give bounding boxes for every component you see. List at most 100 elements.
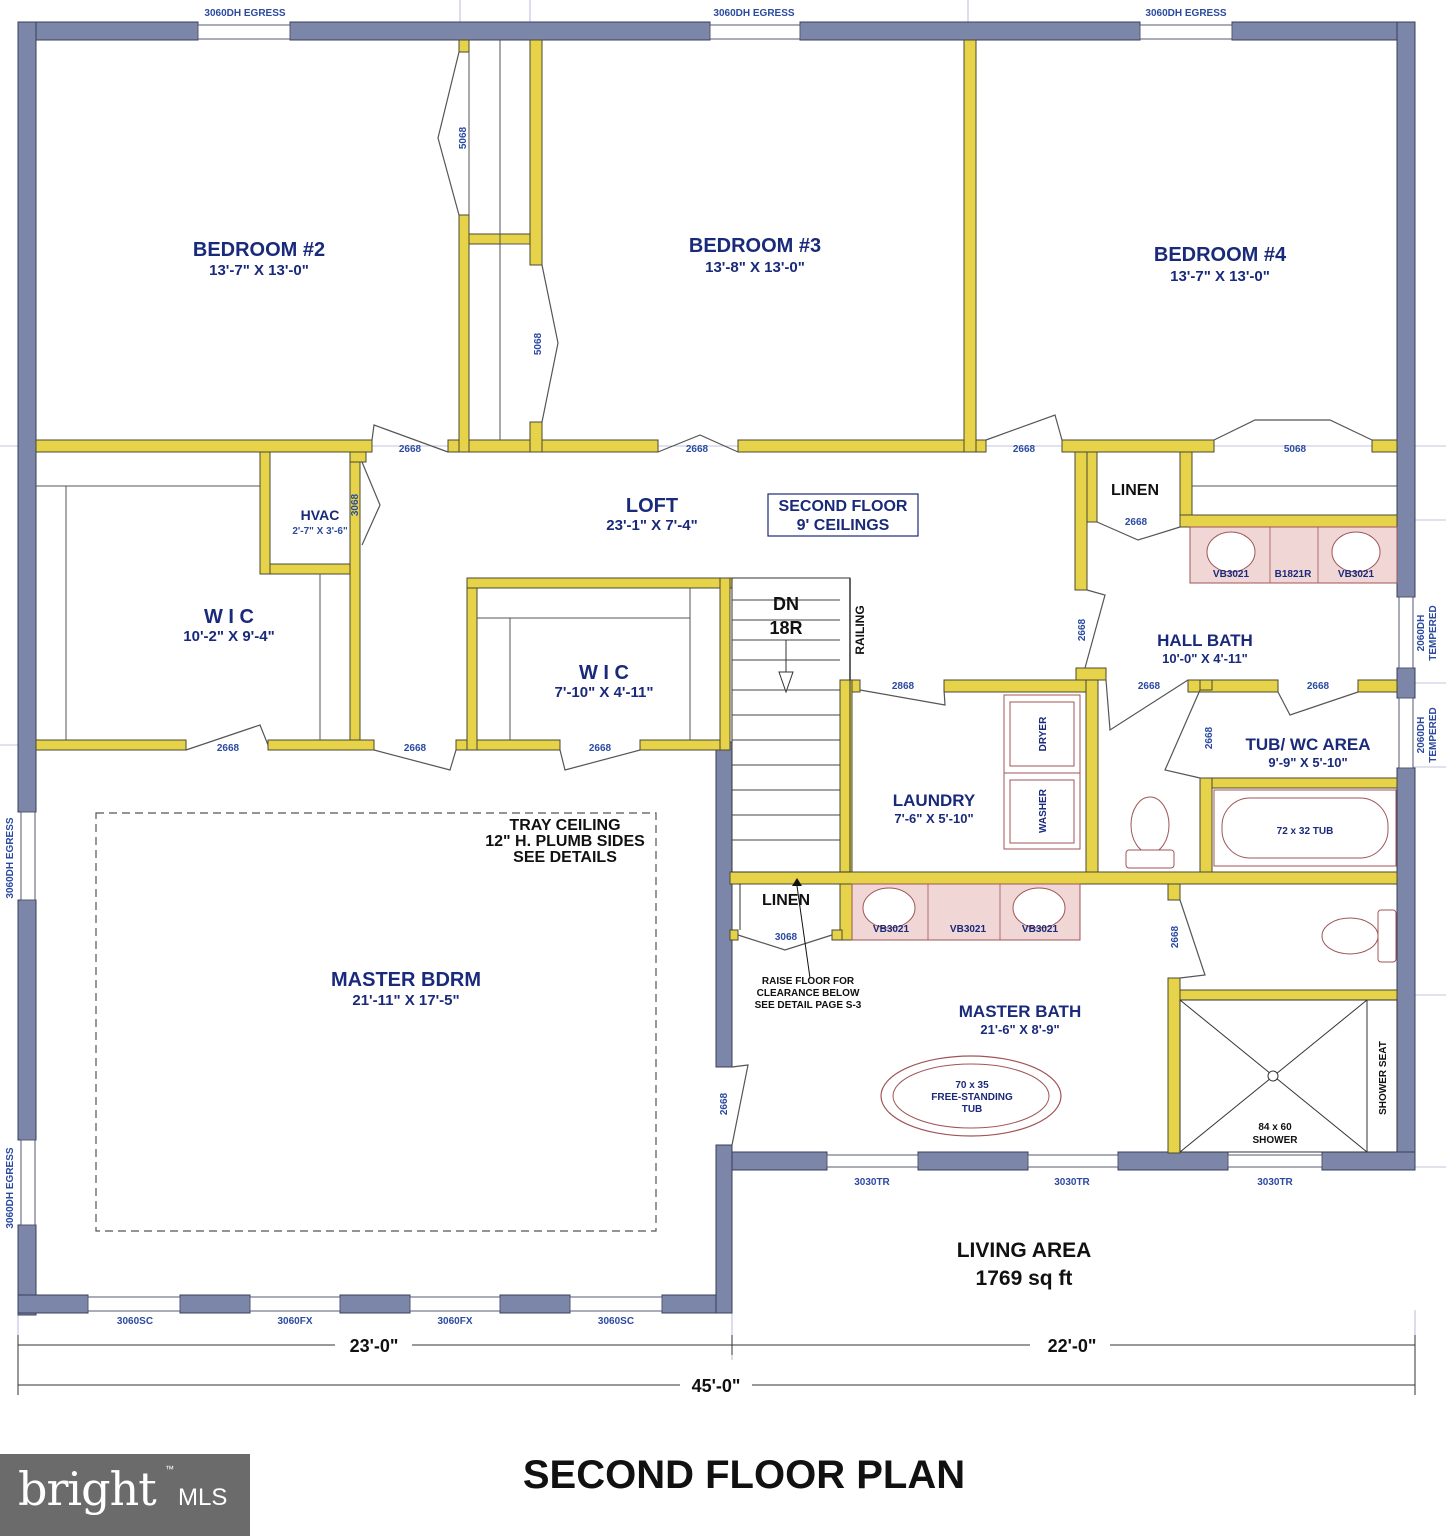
window-label-right1a: 2060DH — [1416, 615, 1427, 652]
dimension-left: 23'-0" — [350, 1336, 399, 1356]
room-dims-master-bdrm: 21'-11" X 17'-5" — [352, 992, 459, 1009]
raise-floor-arrow-head — [792, 878, 802, 886]
door-label-2668-master: 2668 — [404, 743, 427, 754]
windows — [20, 24, 1414, 1312]
room-dims-tub-wc: 9'-9" X 5'-10" — [1268, 755, 1347, 770]
note-second-floor-line2: 9' CEILINGS — [797, 517, 890, 534]
room-name-wic-left: W I C — [204, 606, 254, 628]
door-label-5068-b: 5068 — [533, 332, 544, 355]
fixture-label-dryer: DRYER — [1038, 716, 1049, 751]
toilets — [1125, 796, 1397, 963]
window-label-left1: 3060DH EGRESS — [5, 817, 16, 898]
railing-label: RAILING — [853, 605, 867, 654]
toilet-icon — [1130, 796, 1170, 854]
room-name-wic-center: W I C — [579, 662, 629, 684]
fixture-label-vb-2: VB3021 — [1338, 569, 1375, 580]
sink-icon — [1331, 531, 1381, 573]
door-label-2668-masterbath: 2668 — [719, 1092, 730, 1115]
stairs-direction: DN — [773, 594, 799, 614]
laundry-appliances — [1003, 694, 1081, 850]
room-name-linen-top: LINEN — [1111, 482, 1159, 499]
fixture-label-freestanding-3: TUB — [962, 1104, 983, 1115]
sink-icon — [1012, 887, 1066, 929]
dimension-lines — [17, 1335, 1416, 1395]
room-dims-hvac: 2'-7" X 3'-6" — [292, 526, 348, 537]
room-dims-hall-bath: 10'-0" X 4'-11" — [1162, 651, 1248, 666]
shower-seat — [1366, 999, 1398, 1153]
window-label-transom2: 3030TR — [1054, 1177, 1090, 1188]
fixture-label-vb-5: VB3021 — [1022, 924, 1059, 935]
fixture-label-b1821r: B1821R — [1275, 569, 1312, 580]
room-dims-bedroom4: 13'-7" X 13'-0" — [1170, 268, 1270, 285]
fixture-label-tub72: 72 x 32 TUB — [1277, 826, 1334, 837]
door-label-5068-bed4: 5068 — [1284, 444, 1307, 455]
room-dims-bedroom2: 13'-7" X 13'-0" — [209, 262, 309, 279]
room-name-hall-bath: HALL BATH — [1157, 631, 1253, 650]
room-name-loft: LOFT — [626, 495, 678, 517]
room-dims-master-bath: 21'-6" X 8'-9" — [980, 1022, 1059, 1037]
room-name-master-bdrm: MASTER BDRM — [331, 969, 481, 991]
window-label-right2b: TEMPERED — [1428, 707, 1439, 763]
bright-mls-logo: bright ™ MLS — [0, 1454, 250, 1536]
fixture-label-shower-seat: SHOWER SEAT — [1378, 1041, 1389, 1115]
logo-brand: bright — [18, 1462, 157, 1516]
window-label-bottom3: 3060FX — [437, 1316, 472, 1327]
stairs-risers: 18R — [769, 618, 802, 638]
door-label-3068-linen: 3068 — [775, 932, 798, 943]
room-name-bedroom4: BEDROOM #4 — [1154, 244, 1287, 266]
door-label-2668-bath: 2668 — [1170, 925, 1181, 948]
fixture-label-washer: WASHER — [1038, 788, 1049, 833]
window-label-transom3: 3030TR — [1257, 1177, 1293, 1188]
room-name-laundry: LAUNDRY — [893, 791, 976, 810]
window-label-bottom2: 3060FX — [277, 1316, 312, 1327]
window-label-transom1: 3030TR — [854, 1177, 890, 1188]
room-name-hvac: HVAC — [301, 507, 340, 523]
fixture-label-shower-2: SHOWER — [1253, 1135, 1299, 1146]
hall-tub — [1213, 789, 1397, 867]
logo-tm: ™ — [165, 1464, 174, 1474]
raise-floor-leader — [796, 885, 811, 979]
note-second-floor-line1: SECOND FLOOR — [779, 498, 908, 515]
raise-floor-line1: RAISE FLOOR FOR — [762, 976, 855, 987]
raise-floor-line3: SEE DETAIL PAGE S-3 — [755, 1000, 862, 1011]
living-area-label: LIVING AREA — [957, 1239, 1092, 1262]
room-dims-loft: 23'-1" X 7'-4" — [606, 517, 697, 534]
tray-ceiling-line1: TRAY CEILING — [509, 817, 620, 834]
door-label-2668-bed4: 2668 — [1013, 444, 1036, 455]
room-dims-laundry: 7'-6" X 5'-10" — [894, 811, 973, 826]
freestanding-tub — [880, 1055, 1062, 1137]
sink-icon — [1206, 531, 1256, 573]
room-dims-wic-left: 10'-2" X 9'-4" — [183, 628, 274, 645]
raise-floor-line2: CLEARANCE BELOW — [757, 988, 860, 999]
fixture-label-vb-1: VB3021 — [1213, 569, 1250, 580]
window-label-bottom1: 3060SC — [117, 1316, 153, 1327]
door-label-5068-a: 5068 — [458, 126, 469, 149]
room-dims-bedroom3: 13'-8" X 13'-0" — [705, 259, 805, 276]
living-area-value: 1769 sq ft — [976, 1267, 1073, 1290]
door-label-2668-bed2: 2668 — [399, 444, 422, 455]
fixture-label-freestanding-2: FREE-STANDING — [931, 1092, 1013, 1103]
window-label-bottom4: 3060SC — [598, 1316, 634, 1327]
door-label-2668-linen: 2668 — [1125, 517, 1148, 528]
window-label-top3: 3060DH EGRESS — [1145, 8, 1226, 19]
dimension-right: 22'-0" — [1048, 1336, 1097, 1356]
toilet-icon — [1321, 917, 1379, 955]
sink-icon — [862, 887, 916, 929]
window-label-right2a: 2060DH — [1416, 717, 1427, 754]
door-label-2668-wc: 2668 — [1204, 726, 1215, 749]
door-swings — [185, 51, 1373, 1146]
room-name-linen-bottom: LINEN — [762, 892, 810, 909]
fixture-label-vb-4: VB3021 — [950, 924, 987, 935]
door-label-2668-wic: 2668 — [217, 743, 240, 754]
fixture-label-vb-3: VB3021 — [873, 924, 910, 935]
dryer-icon — [1003, 694, 1081, 774]
shower — [1179, 999, 1398, 1153]
tray-ceiling-line2: 12" H. PLUMB SIDES — [485, 833, 645, 850]
washer-icon — [1003, 772, 1081, 850]
fixture-label-shower-1: 84 x 60 — [1258, 1122, 1292, 1133]
window-label-top2: 3060DH EGRESS — [713, 8, 794, 19]
master-bath-vanity — [851, 883, 1081, 941]
door-label-2668-tub: 2668 — [1307, 681, 1330, 692]
room-dims-wic-center: 7'-10" X 4'-11" — [555, 684, 654, 701]
